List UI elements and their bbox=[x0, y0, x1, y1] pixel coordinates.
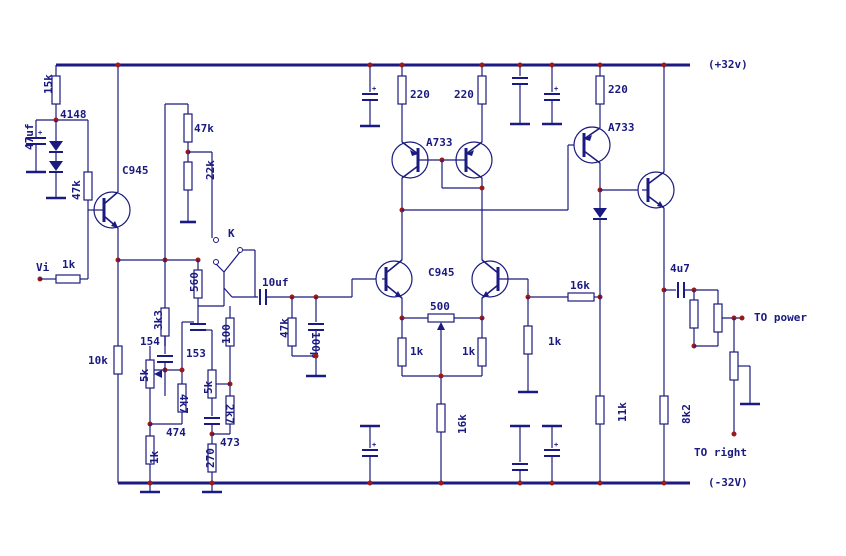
resistor-220-c-label: 220 bbox=[608, 83, 628, 96]
to-right-label: TO right bbox=[694, 446, 747, 459]
resistor-22k-icon bbox=[183, 161, 193, 191]
diode-4148-label: 4148 bbox=[60, 108, 87, 121]
to-power-label: TO power bbox=[754, 311, 807, 324]
resistor-16k-b-label: 16k bbox=[570, 279, 590, 292]
svg-text:+: + bbox=[38, 129, 42, 137]
transistor-c945-input-label: C945 bbox=[122, 164, 149, 177]
resistor-47k-b-label: 47k bbox=[194, 122, 214, 135]
switch-k-contact-a-icon bbox=[213, 237, 219, 243]
diode-4148-b-icon bbox=[49, 161, 63, 171]
resistor-220-b-label: 220 bbox=[454, 88, 474, 101]
positive-rail-label: (+32v) bbox=[708, 58, 748, 71]
capacitor-473-label: 473 bbox=[220, 436, 240, 449]
svg-text:+: + bbox=[554, 85, 558, 93]
resistor-22k-label: 22k bbox=[204, 160, 217, 180]
resistor-16k-b-icon bbox=[567, 292, 595, 302]
diode-4148-a-icon bbox=[49, 141, 63, 151]
resistor-220-a-label: 220 bbox=[410, 88, 430, 101]
resistor-16k-a-icon bbox=[436, 403, 446, 433]
negative-rail-label: (-32V) bbox=[708, 476, 748, 489]
resistor-1k-b-label: 1k bbox=[410, 345, 424, 358]
to-power-terminal-icon bbox=[739, 315, 745, 321]
resistor-1k-d-label: 1k bbox=[548, 335, 562, 348]
potentiometer-5k-b-label: 5k bbox=[202, 380, 215, 394]
vi-input-label: Vi bbox=[36, 261, 50, 274]
resistor-1k-b-icon bbox=[397, 337, 407, 367]
resistor-1k-d-icon bbox=[523, 325, 533, 355]
svg-text:+: + bbox=[372, 85, 376, 93]
potentiometer-5k-a-label: 5k bbox=[138, 368, 151, 382]
resistor-1k-input-icon bbox=[55, 274, 81, 284]
resistor-output-a-icon bbox=[689, 299, 699, 329]
capacitor-10uf-label: 10uf bbox=[262, 276, 289, 289]
resistor-4k7-label: 4k7 bbox=[177, 394, 190, 414]
transistor-c945-diff-label: C945 bbox=[428, 266, 455, 279]
potentiometer-output-icon bbox=[713, 303, 723, 333]
resistor-47k-a-label: 47k bbox=[70, 180, 83, 200]
resistor-100-label: 100 bbox=[220, 324, 233, 344]
resistor-8k2-icon bbox=[659, 395, 669, 425]
to-right-terminal-icon bbox=[731, 431, 737, 437]
svg-text:+: + bbox=[554, 441, 558, 449]
resistor-11k-label: 11k bbox=[616, 402, 629, 422]
resistor-3k3-label: 3k3 bbox=[152, 310, 165, 330]
capacitor-153-label: 153 bbox=[186, 347, 206, 360]
resistor-15k-label: 15k bbox=[42, 74, 55, 94]
capacitor-4u7-label: 4u7 bbox=[670, 262, 690, 275]
resistor-220-a-icon bbox=[397, 75, 407, 105]
resistor-1k-a-label: 1k bbox=[148, 450, 161, 464]
resistor-8k2-label: 8k2 bbox=[680, 404, 693, 424]
svg-text:+: + bbox=[372, 441, 376, 449]
potentiometer-500-label: 500 bbox=[430, 300, 450, 313]
resistor-560-label: 560 bbox=[188, 272, 201, 292]
resistor-47k-a-icon bbox=[83, 171, 93, 201]
resistor-10k-icon bbox=[113, 345, 123, 375]
capacitor-474-label: 474 bbox=[166, 426, 186, 439]
switch-k-icon bbox=[223, 251, 241, 273]
resistor-47k-c-label: 47k bbox=[278, 318, 291, 338]
resistor-47k-b-icon bbox=[183, 113, 193, 143]
potentiometer-500-icon bbox=[427, 313, 455, 323]
diode-icon bbox=[593, 208, 607, 218]
resistor-16k-a-label: 16k bbox=[456, 414, 469, 434]
capacitor-154-label: 154 bbox=[140, 335, 160, 348]
transistor-a733-left-label: A733 bbox=[426, 136, 453, 149]
switch-k-contact-b-icon bbox=[237, 247, 243, 253]
resistor-1k-input-label: 1k bbox=[62, 258, 76, 271]
potentiometer-volume-icon bbox=[729, 351, 739, 381]
resistor-270-label: 270 bbox=[204, 448, 217, 468]
resistor-10k-label: 10k bbox=[88, 354, 108, 367]
resistor-220-b-icon bbox=[477, 75, 487, 105]
resistor-1k-c-label: 1k bbox=[462, 345, 476, 358]
switch-k-contact-c-icon bbox=[213, 259, 219, 265]
transistor-a733-vas-label: A733 bbox=[608, 121, 635, 134]
resistor-2k7-label: 2k7 bbox=[223, 404, 236, 424]
resistor-11k-icon bbox=[595, 395, 605, 425]
resistor-220-c-icon bbox=[595, 75, 605, 105]
resistor-1k-c-icon bbox=[477, 337, 487, 367]
capacitor-47uf-label: 47uf bbox=[23, 124, 36, 151]
switch-k-label: K bbox=[228, 227, 235, 240]
